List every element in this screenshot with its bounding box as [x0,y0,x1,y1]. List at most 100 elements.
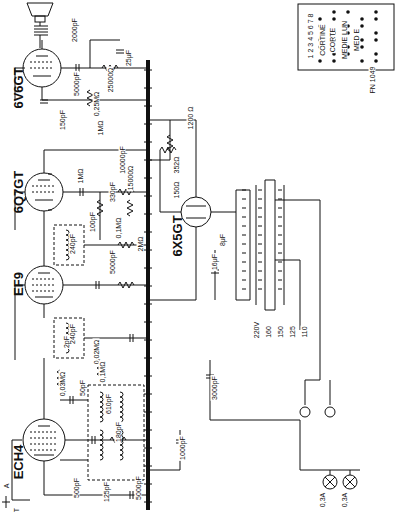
component-value: 1000pF [179,435,186,461]
switch-dot [374,52,378,56]
switch-dot [318,59,322,63]
resistor-symbol [118,282,134,288]
component-value: A [3,483,10,490]
component-value: 352Ω [173,156,180,175]
switch-dot [360,59,364,63]
power-wire [148,120,360,475]
resistor-symbol [127,200,133,216]
dial-lamp [343,475,357,489]
tube-name: 6X5GT [171,214,184,257]
component-value: 610pF [105,393,112,415]
resistor-symbol [97,200,103,216]
component-value: 2000pF [71,17,78,43]
switch-dot [374,17,378,21]
component-value: 0,3A [319,492,326,508]
component-value: CORTINE [319,23,326,56]
switch-dot [360,45,364,49]
component-value: 5000pF [109,249,116,275]
switch-dot [332,17,336,21]
capacitor-symbol [80,188,83,196]
component-value: T [13,507,20,513]
switch-dot [346,10,350,14]
wire [12,40,148,500]
tube-ech4 [23,419,65,461]
component-value: 150pF [59,109,66,131]
component-value: 0,25MΩ [93,91,100,118]
switch-dot [374,38,378,42]
component-value: 150 [277,325,284,339]
switch-dot [374,31,378,35]
tube-6q7gt [25,173,63,211]
switch-dot [360,24,364,28]
capacitor-symbol [92,436,95,444]
power-transformer [242,185,284,305]
component-value: 5000pF [135,475,142,501]
resistor-symbol [167,135,173,151]
capacitor-symbol [96,281,99,289]
switch-dot [360,38,364,42]
switch-dot [374,10,378,14]
component-value: 500pF [73,477,80,499]
switch-dot [332,59,336,63]
tube-name: ECH4 [12,444,25,481]
bus-ticks [144,70,152,502]
component-value: 0,1MΩ [99,361,106,384]
coil-windings [66,230,123,460]
component-value: 240pF [69,233,76,255]
component-value: 25000Ω [107,67,114,94]
speaker-symbol [27,3,53,16]
switch-dot [332,10,336,14]
dial-lamp [345,477,355,487]
component-value: 160 [265,325,272,339]
speaker-magnet [35,16,45,22]
tube-name: EF9 [12,271,25,297]
component-value: 1200 Ω [187,106,194,131]
component-value: 110 [301,325,308,338]
component-value: 3000pF [211,375,218,401]
mains-plug [300,407,310,417]
capacitor-symbol [40,100,48,103]
component-value: 25μF [125,49,132,67]
component-value: MED E [353,28,360,52]
component-value: CORTE [329,27,336,53]
wire [40,22,41,48]
capacitor-symbol [130,334,133,342]
component-value: 0,3A [341,492,348,508]
component-value: 1MΩ [97,120,104,137]
component-value: 50pF [79,379,86,397]
component-value: 330pF [109,181,116,203]
capacitor-symbol [130,491,133,499]
component-value: 150Ω [173,181,180,200]
component-value: 16μF [211,253,218,271]
tube-name: 6V6GT [12,66,25,109]
output-transformer [34,26,48,35]
switch-dots [318,10,378,63]
component-value: 125 [289,325,296,339]
component-value: FN 1049 [369,66,376,95]
dial-lamp [325,477,335,487]
switch-table [298,4,394,70]
component-value: 15000Ω [127,165,134,192]
switch-dot [318,17,322,21]
component-value: 1 2 3 4 5 6 7 8 [307,13,314,60]
dial-lamp [323,475,337,489]
component-value: 0,1MΩ [115,217,122,240]
capacitor-symbol [70,396,73,404]
mains-plug [325,407,335,417]
component-value: 10000pF [119,145,126,175]
tube-6v6gt [23,49,61,87]
switch-dot [374,59,378,63]
component-value: 125pF [103,481,110,503]
component-value: 8μF [219,233,226,247]
tube-6x5gt [181,185,211,240]
component-value: 220V [253,321,260,339]
component-value: 2pF [63,335,70,349]
resistor-symbol [118,242,134,248]
switch-dot [360,17,364,21]
component-value: 0,03MΩ [59,371,66,398]
component-value: 1MΩ [77,168,84,185]
capacitor-symbol [116,50,124,53]
tube-ef9 [25,266,63,304]
